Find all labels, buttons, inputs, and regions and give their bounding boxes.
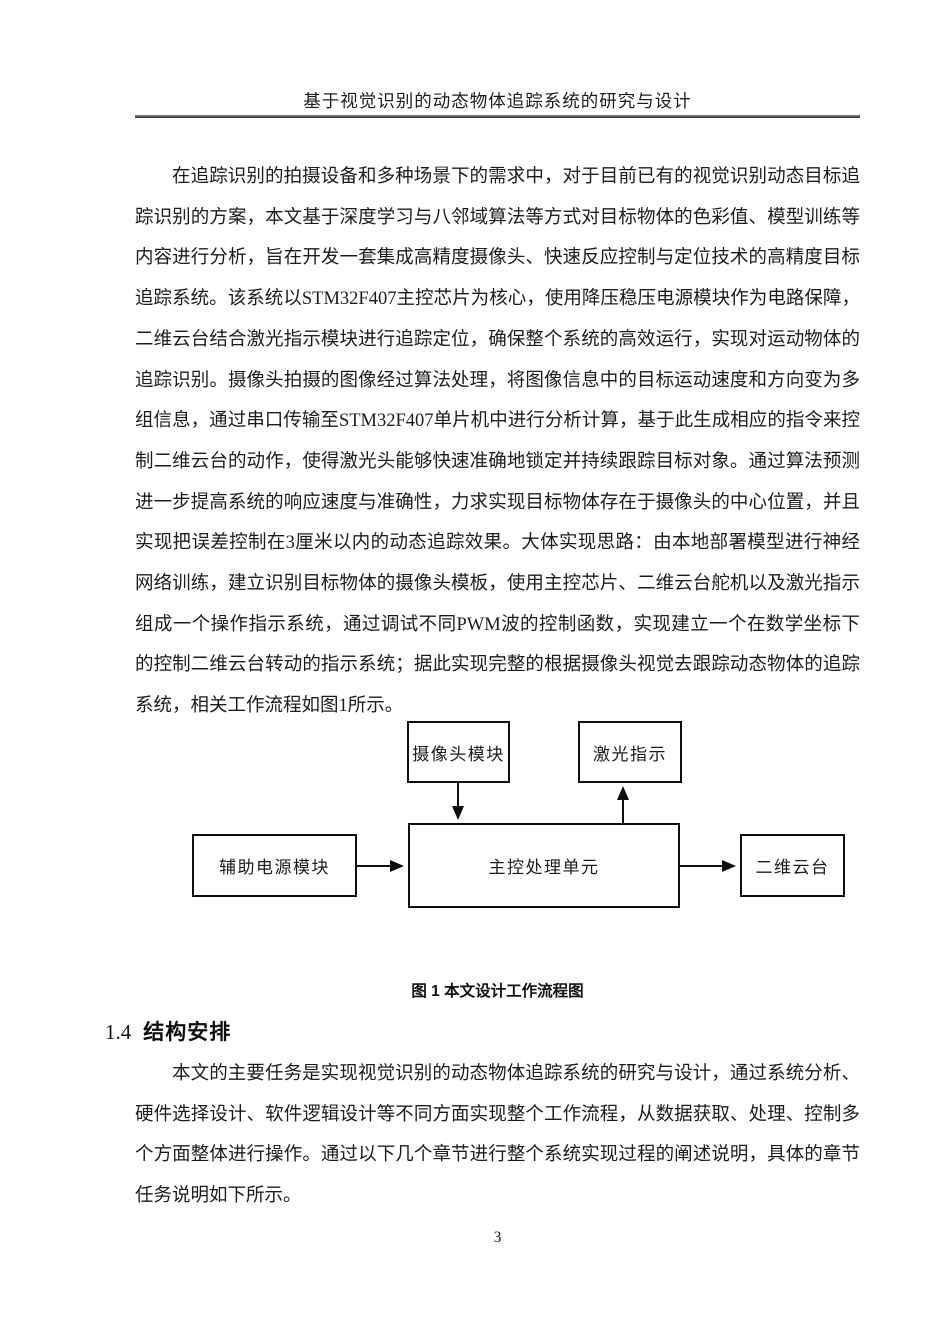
- diagram-node-laser-indicator: 激光指示: [578, 721, 682, 783]
- section-title: 结构安排: [143, 1021, 232, 1044]
- diagram-node-main-control-unit: 主控处理单元: [408, 823, 680, 908]
- page-number: 3: [493, 1229, 502, 1246]
- paragraph-structure-overview: 本文的主要任务是实现视觉识别的动态物体追踪系统的研究与设计，通过系统分析、硬件选…: [135, 1064, 860, 1207]
- figure-caption: 图 1 本文设计工作流程图: [411, 983, 584, 1000]
- header-rule: [135, 115, 860, 118]
- section-heading: 1.4 结构安排: [105, 1016, 231, 1046]
- section-number: 1.4: [105, 1020, 132, 1044]
- diagram-node-camera-module: 摄像头模块: [407, 721, 510, 783]
- diagram-node-aux-power-module: 辅助电源模块: [192, 834, 357, 897]
- paragraph-intro: 在追踪识别的拍摄设备和多种场景下的需求中，对于目前已有的视觉识别动态目标追踪识别…: [135, 167, 860, 717]
- running-head-title: 基于视觉识别的动态物体追踪系统的研究与设计: [303, 91, 692, 111]
- diagram-node-two-axis-gimbal: 二维云台: [740, 834, 845, 897]
